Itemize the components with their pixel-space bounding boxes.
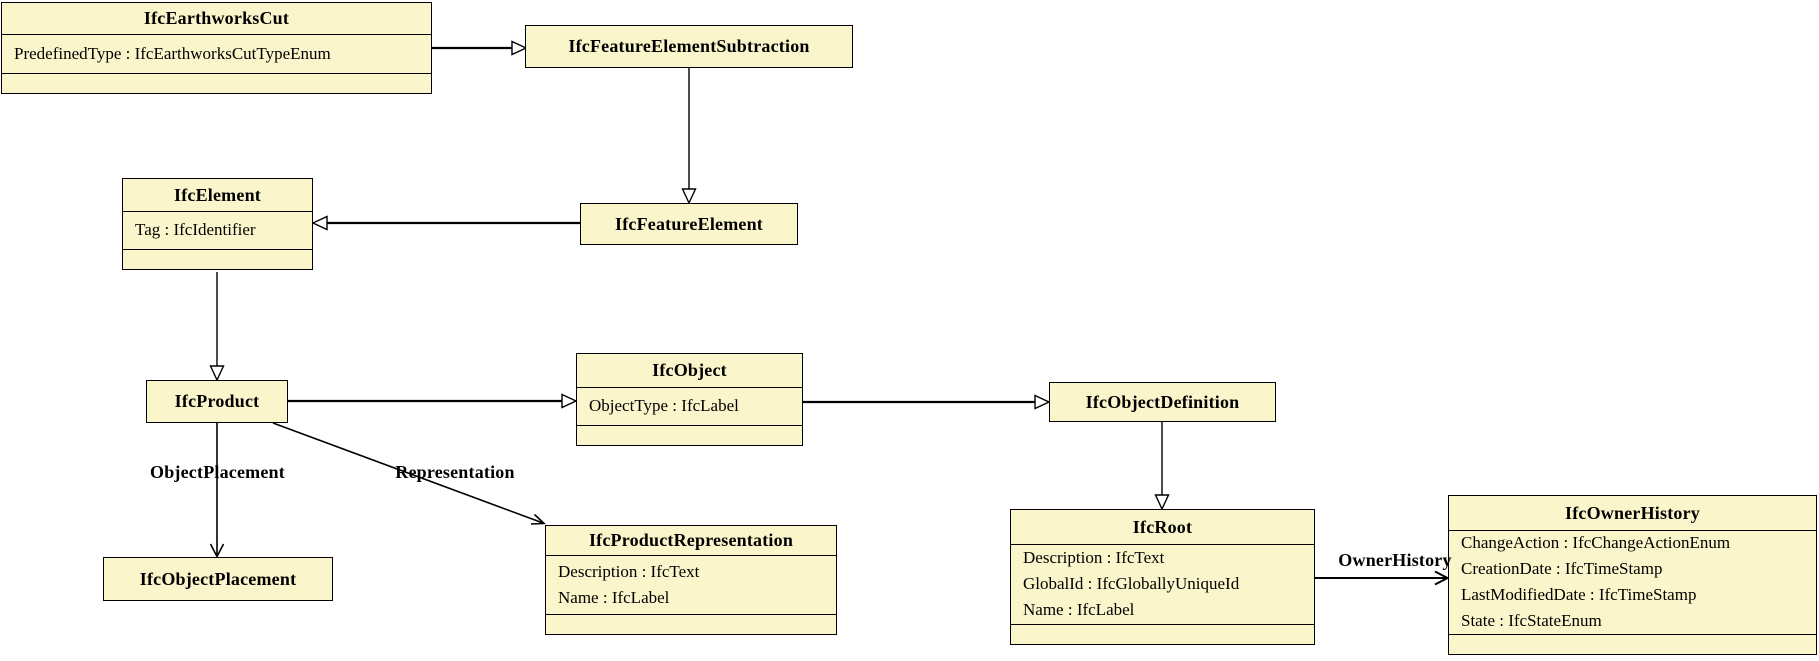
class-attribute: CreationDate : IfcTimeStamp (1461, 559, 1663, 579)
class-empty-compartment (1011, 625, 1314, 644)
class-title: IfcFeatureElementSubtraction (568, 36, 810, 56)
class-box-ifcproductrepresentation[interactable]: IfcProductRepresentation Description : I… (545, 525, 837, 635)
generalization-arrowhead-icon (311, 215, 328, 231)
association-arrowhead-icon (209, 543, 225, 559)
class-attribute: GlobalId : IfcGloballyUniqueId (1023, 574, 1240, 594)
class-attribute: Description : IfcText (558, 561, 700, 581)
class-box-ifcroot[interactable]: IfcRoot Description : IfcText GlobalId :… (1010, 509, 1315, 645)
generalization-arrowhead-icon (1034, 394, 1051, 410)
class-box-ifcobjectdefinition[interactable]: IfcObjectDefinition (1049, 382, 1276, 422)
class-box-ifcfeatureelement[interactable]: IfcFeatureElement (580, 203, 798, 245)
class-empty-compartment (1449, 635, 1816, 654)
edge-label-representation: Representation (395, 462, 515, 482)
class-attribute: State : IfcStateEnum (1461, 611, 1602, 631)
class-attribute: Name : IfcLabel (558, 587, 670, 607)
edge-ifcproduct-to-ifcobjectplacement (209, 423, 225, 559)
edge-ifcproduct-to-ifcobject (288, 393, 578, 409)
class-title: IfcEarthworksCut (2, 3, 431, 35)
class-box-ifcfeatureelementsubtraction[interactable]: IfcFeatureElementSubtraction (525, 25, 853, 68)
edge-ifcproduct-to-ifcproductrepresentation (272, 422, 546, 525)
edge-ifcfeatureelement-to-ifcelement (311, 215, 580, 231)
generalization-arrowhead-icon (209, 365, 225, 382)
class-title: IfcElement (123, 179, 312, 212)
class-attributes: Tag : IfcIdentifier (123, 212, 312, 250)
association-arrowhead-icon (1434, 570, 1450, 586)
class-box-ifcelement[interactable]: IfcElement Tag : IfcIdentifier (122, 178, 313, 270)
class-title: IfcRoot (1011, 510, 1314, 545)
class-box-ifcownerhistory[interactable]: IfcOwnerHistory ChangeAction : IfcChange… (1448, 495, 1817, 655)
class-empty-compartment (123, 250, 312, 269)
class-title: IfcProduct (174, 391, 260, 411)
class-attribute: LastModifiedDate : IfcTimeStamp (1461, 585, 1697, 605)
class-attributes: Description : IfcText GlobalId : IfcGlob… (1011, 545, 1314, 625)
edge-ifcroot-to-ifcownerhistory (1314, 570, 1450, 586)
class-empty-compartment (577, 426, 802, 445)
class-attributes: ObjectType : IfcLabel (577, 388, 802, 426)
class-attribute: Tag : IfcIdentifier (135, 220, 256, 240)
class-attributes: PredefinedType : IfcEarthworksCutTypeEnu… (2, 35, 431, 74)
edge-label-ownerhistory: OwnerHistory (1338, 550, 1452, 570)
class-attributes: ChangeAction : IfcChangeActionEnum Creat… (1449, 531, 1816, 635)
class-title: IfcProductRepresentation (546, 526, 836, 556)
class-empty-compartment (546, 615, 836, 634)
class-title: IfcFeatureElement (614, 213, 763, 234)
class-box-ifcproduct[interactable]: IfcProduct (146, 380, 288, 423)
generalization-arrowhead-icon (511, 40, 528, 56)
class-empty-compartment (2, 74, 431, 93)
class-box-ifcobjectplacement[interactable]: IfcObjectPlacement (103, 557, 333, 601)
edge-label-objectplacement: ObjectPlacement (150, 462, 285, 482)
edge-ifcobject-to-ifcobjectdefinition (803, 394, 1051, 410)
generalization-arrowhead-icon (561, 393, 578, 409)
class-title: IfcObjectPlacement (139, 568, 297, 589)
edge-ifcearthworkscut-to-ifcfeatureelementsubtraction (432, 40, 528, 56)
class-attribute: ChangeAction : IfcChangeActionEnum (1461, 533, 1731, 553)
class-attribute: PredefinedType : IfcEarthworksCutTypeEnu… (14, 43, 331, 63)
class-box-ifcearthworkscut[interactable]: IfcEarthworksCut PredefinedType : IfcEar… (1, 2, 432, 94)
class-attribute: Name : IfcLabel (1023, 600, 1135, 620)
generalization-arrowhead-icon (1154, 494, 1170, 511)
edge-ifcobjectdefinition-to-ifcroot (1154, 422, 1170, 511)
edge-ifcfeatureelementsubtraction-to-ifcfeatureelement (681, 68, 697, 205)
class-box-ifcobject[interactable]: IfcObject ObjectType : IfcLabel (576, 353, 803, 446)
class-title: IfcObject (577, 354, 802, 388)
class-attribute: Description : IfcText (1023, 548, 1165, 568)
class-attribute: ObjectType : IfcLabel (589, 396, 739, 416)
association-arrowhead-icon (530, 513, 546, 525)
class-title: IfcObjectDefinition (1085, 391, 1240, 412)
class-title: IfcOwnerHistory (1449, 496, 1816, 531)
generalization-arrowhead-icon (681, 188, 697, 205)
edge-ifcelement-to-ifcproduct (209, 272, 225, 382)
class-attributes: Description : IfcText Name : IfcLabel (546, 556, 836, 615)
